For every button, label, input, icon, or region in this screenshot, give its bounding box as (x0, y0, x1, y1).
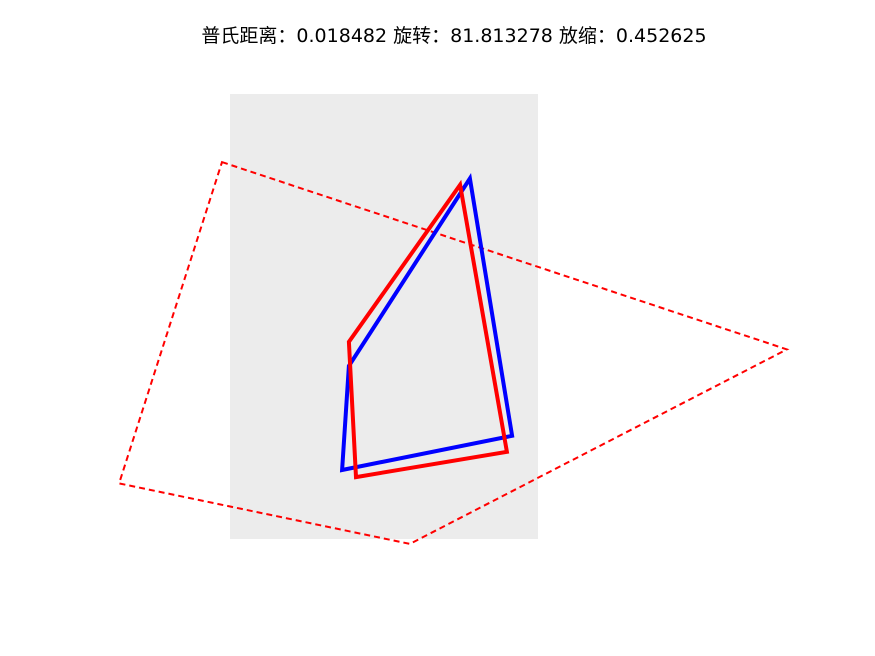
series-red-quadrilateral (346, 179, 510, 480)
chart-title: 普氏距离：0.018482 旋转：81.813278 放缩：0.452625 (201, 25, 706, 47)
series-layer (117, 160, 790, 545)
plot-area (230, 94, 538, 539)
series-blue-quadrilateral (339, 173, 515, 473)
